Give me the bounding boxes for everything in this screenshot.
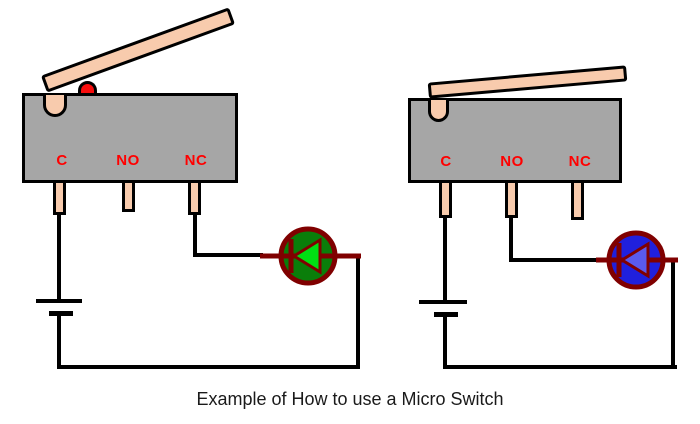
right-pin-no xyxy=(505,180,518,218)
left-battery-negative-plate-icon xyxy=(49,311,73,316)
left-switch-button-icon xyxy=(78,81,97,96)
left-switch-pivot-icon xyxy=(43,95,67,117)
left-wire-nc-to-led xyxy=(193,253,263,257)
right-wire-c-to-battery xyxy=(443,217,447,302)
right-pin-nc xyxy=(571,180,584,220)
left-pin-nc xyxy=(188,180,201,215)
right-battery-negative-plate-icon xyxy=(434,312,458,317)
right-switch-lever-icon xyxy=(427,65,628,99)
right-terminal-label-c: C xyxy=(440,153,452,170)
right-wire-no-down xyxy=(509,217,513,262)
left-wire-nc-down xyxy=(193,214,197,257)
left-terminal-label-no: NO xyxy=(116,152,140,169)
left-wire-bottom xyxy=(57,365,360,369)
blue-led-icon xyxy=(596,230,678,290)
left-pin-no xyxy=(122,180,135,212)
green-led-icon xyxy=(260,226,361,286)
diagram-caption: Example of How to use a Micro Switch xyxy=(196,389,504,409)
left-battery-positive-plate-icon xyxy=(36,299,82,303)
left-switch-lever-icon xyxy=(40,7,236,93)
left-terminal-label-c: C xyxy=(56,152,68,169)
left-terminal-label-nc: NC xyxy=(184,152,208,169)
right-pin-c xyxy=(439,180,452,218)
right-wire-led-return xyxy=(671,260,675,369)
right-terminal-label-no: NO xyxy=(500,153,524,170)
left-wire-c-to-battery xyxy=(57,214,61,301)
left-pin-c xyxy=(53,180,66,215)
left-wire-led-return xyxy=(356,256,360,369)
right-wire-bottom xyxy=(443,365,677,369)
left-wire-battery-down xyxy=(57,316,61,369)
right-terminal-label-nc: NC xyxy=(568,153,592,170)
right-battery-positive-plate-icon xyxy=(419,300,467,304)
right-wire-no-to-led xyxy=(509,258,598,262)
right-switch-pivot-icon xyxy=(428,100,449,122)
right-wire-battery-down xyxy=(443,317,447,369)
